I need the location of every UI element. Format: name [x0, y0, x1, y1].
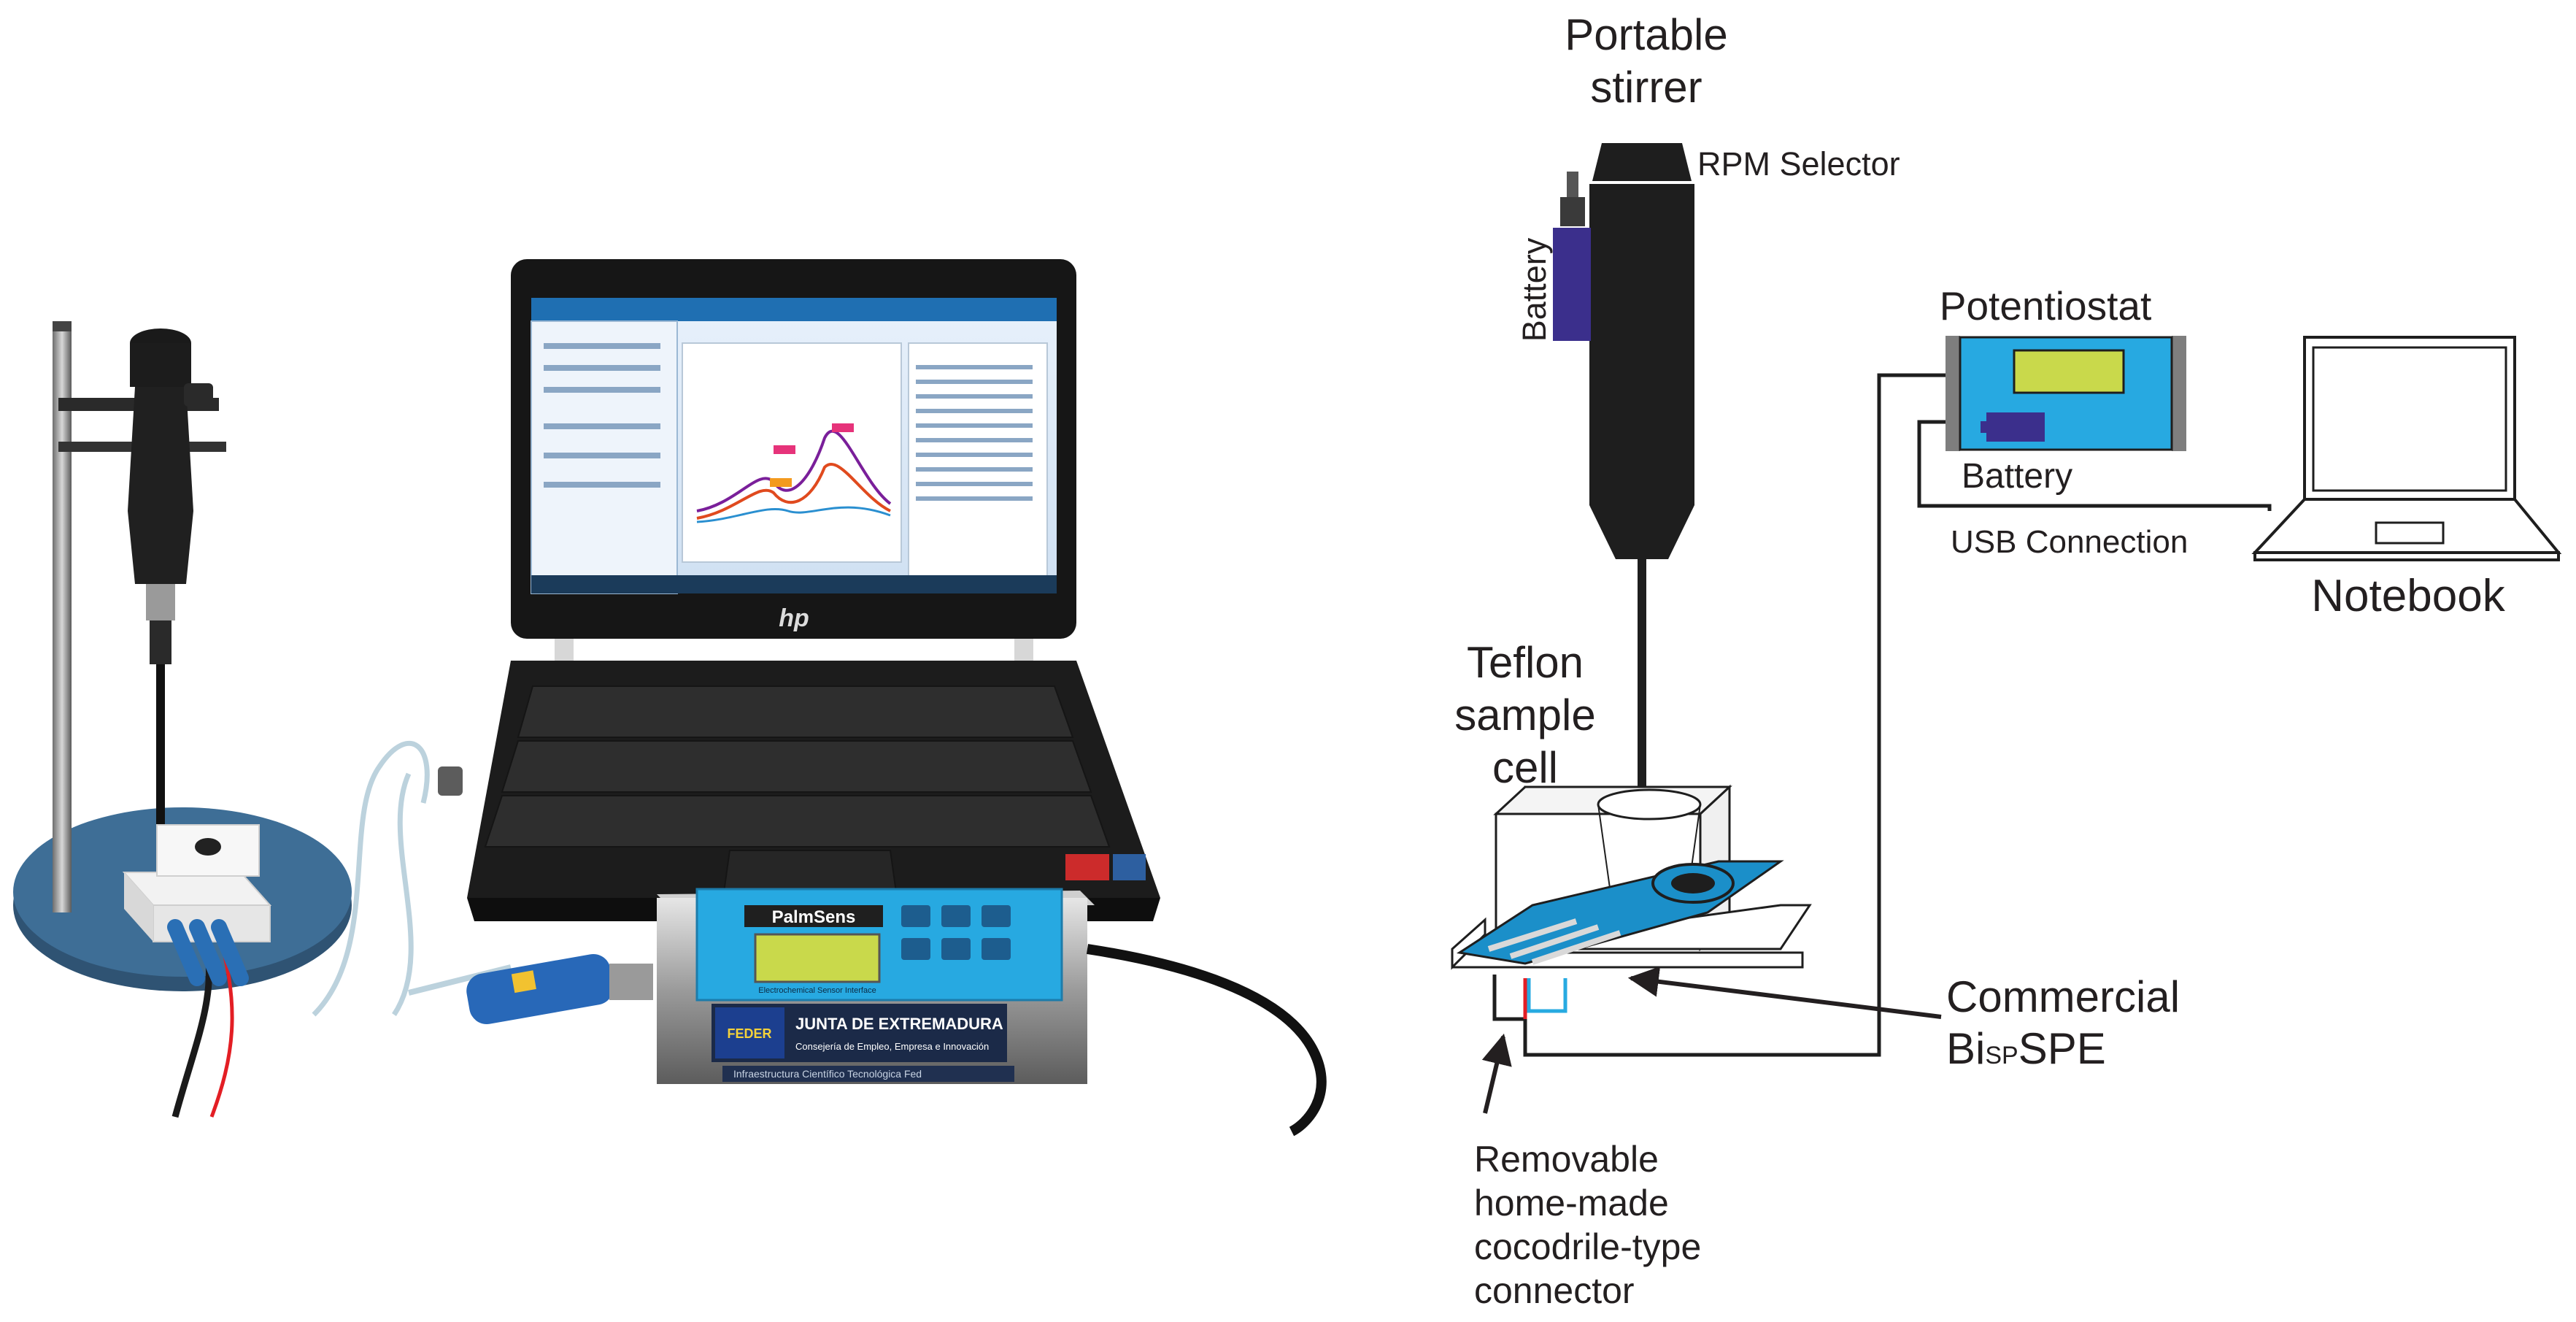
feder-badge: FEDER [727, 1026, 771, 1041]
arrow-to-spe [1627, 966, 1942, 1019]
usb-cable [1917, 420, 2272, 511]
label-rpm-selector: RPM Selector [1697, 145, 1900, 182]
label-teflon-line1: Teflon [1467, 638, 1584, 687]
label-connector-line4: connector [1474, 1270, 1635, 1311]
label-portable-stirrer-line2: stirrer [1590, 63, 1702, 112]
schematic-diagram: Portable stirrer RPM Selector Battery Po… [1451, 10, 2562, 1311]
label-bispspe-sub: SP [1985, 1042, 2018, 1069]
label-connector-line2: home-made [1474, 1183, 1669, 1223]
sticker-subtitle: Consejería de Empleo, Empresa e Innovaci… [795, 1041, 989, 1052]
arrow-to-connector [1481, 1033, 1512, 1114]
label-commercial: Commercial [1946, 972, 2180, 1021]
label-potentiostat-battery: Battery [1962, 457, 2072, 496]
label-potentiostat: Potentiostat [1940, 283, 2151, 328]
lab-setup-photo: hp [13, 259, 1327, 1137]
potentiostat-shape [1946, 336, 2186, 451]
potentiostat-brand: PalmSens [772, 907, 856, 927]
connector-wires [1492, 373, 1946, 1057]
stirrer-shape [1589, 143, 1694, 844]
photo-potentiostat: PalmSens Electrochemical Sensor Interfac… [657, 888, 1327, 1137]
label-stirrer-battery: Battery [1516, 237, 1553, 342]
label-portable-stirrer-line1: Portable [1565, 10, 1727, 59]
photo-laptop: hp [467, 259, 1160, 921]
photo-sample-cell [122, 824, 272, 942]
label-teflon-line2: sample [1454, 691, 1595, 739]
stirrer-battery-shape [1553, 172, 1591, 341]
stand-rod-top [53, 321, 72, 331]
photo-usb-adapter [408, 953, 653, 1025]
sticker-title: JUNTA DE EXTREMADURA [795, 1015, 1003, 1033]
label-teflon-line3: cell [1492, 743, 1558, 792]
photo-clips-cables [167, 741, 463, 1118]
label-bispspe: BiSPSPE [1946, 1024, 2106, 1073]
label-usb-connection: USB Connection [1951, 524, 2188, 560]
notebook-shape [2251, 336, 2562, 561]
laptop-brand: hp [779, 604, 809, 632]
potentiostat-sublabel: Electrochemical Sensor Interface [758, 986, 876, 995]
stand-rod [53, 328, 72, 912]
laptop-keyboard [484, 685, 1111, 848]
label-bispspe-bi: Bi [1946, 1024, 1985, 1073]
photo-stirrer [128, 328, 213, 839]
label-bispspe-tail: SPE [2018, 1024, 2106, 1073]
spe-electrode-shape [1456, 860, 1784, 965]
label-connector-line3: cocodrile-type [1474, 1226, 1701, 1267]
strip-caption: Infraestructura Científico Tecnológica F… [733, 1068, 922, 1080]
label-notebook: Notebook [2311, 571, 2505, 621]
label-connector-line1: Removable [1474, 1139, 1659, 1180]
